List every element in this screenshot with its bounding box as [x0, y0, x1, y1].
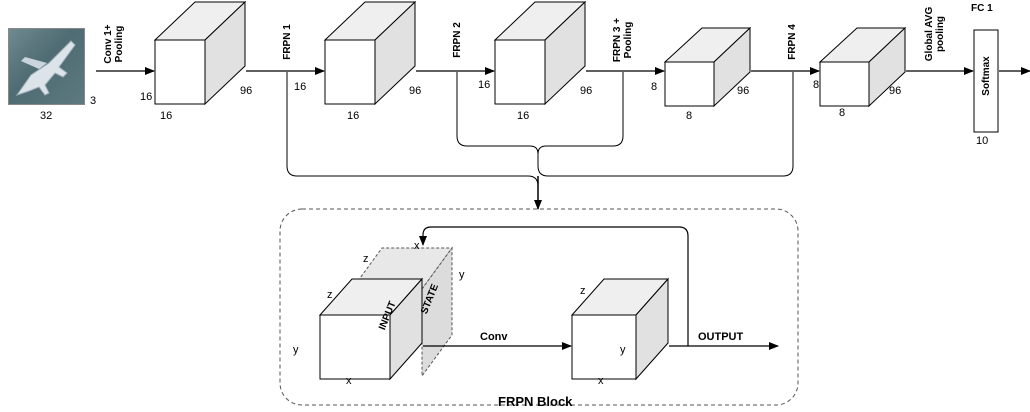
output-x-label: x [598, 375, 604, 387]
state-x-label: x [414, 240, 420, 252]
frpn-block-container [279, 208, 799, 406]
frpn-block-title: FRPN Block [498, 394, 573, 409]
frpn-block-arrows [419, 226, 779, 350]
cube-block-2 [323, 0, 417, 106]
block1-width-label: 16 [160, 110, 173, 122]
fc-output-size-label: 10 [976, 135, 989, 147]
frpn2-label: FRPN 2 [452, 22, 463, 58]
block4-depth-label: 96 [737, 85, 750, 97]
frpn3-pooling-label: FRPN 3 +Pooling [612, 17, 634, 63]
input-z-label: z [327, 289, 333, 301]
block4-height-label: 8 [651, 81, 658, 93]
output-arrow-label: OUTPUT [698, 331, 744, 343]
input-image-airplane [8, 28, 85, 105]
conv-arrow-label: Conv [480, 331, 508, 343]
state-y-label: y [459, 269, 465, 281]
block3-height-label: 16 [478, 79, 491, 91]
block4-width-label: 8 [686, 110, 693, 122]
cube-block-3 [493, 0, 587, 106]
fc-softmax-bar [973, 29, 999, 133]
block5-height-label: 8 [813, 79, 820, 91]
block1-height-label: 16 [140, 91, 153, 103]
output-z-label: z [580, 285, 586, 297]
input-y-label: y [293, 344, 299, 356]
block2-width-label: 16 [347, 110, 360, 122]
frpn1-label: FRPN 1 [282, 24, 293, 60]
softmax-label: Softmax [981, 56, 992, 96]
input-cube [318, 277, 424, 381]
state-z-label: z [363, 253, 369, 265]
output-y-label: y [620, 344, 626, 356]
block5-depth-label: 96 [889, 85, 902, 97]
input-width-label: 32 [40, 110, 53, 122]
cube-block-1 [153, 0, 247, 106]
output-cube [570, 277, 670, 381]
frpn4-label: FRPN 4 [787, 24, 798, 60]
block5-width-label: 8 [839, 107, 846, 119]
input-x-label: x [346, 375, 352, 387]
input-depth-label: 3 [90, 95, 97, 107]
block3-width-label: 16 [517, 110, 530, 122]
fc1-label: FC 1 [971, 3, 993, 14]
airplane-icon [15, 40, 76, 96]
block3-depth-label: 96 [580, 85, 593, 97]
cube-block-5 [818, 26, 907, 108]
block1-depth-label: 96 [240, 85, 253, 97]
conv1-pooling-label: Conv 1+Pooling [103, 24, 125, 64]
block2-height-label: 16 [294, 81, 307, 93]
cube-block-4 [663, 26, 752, 108]
block2-depth-label: 96 [409, 85, 422, 97]
